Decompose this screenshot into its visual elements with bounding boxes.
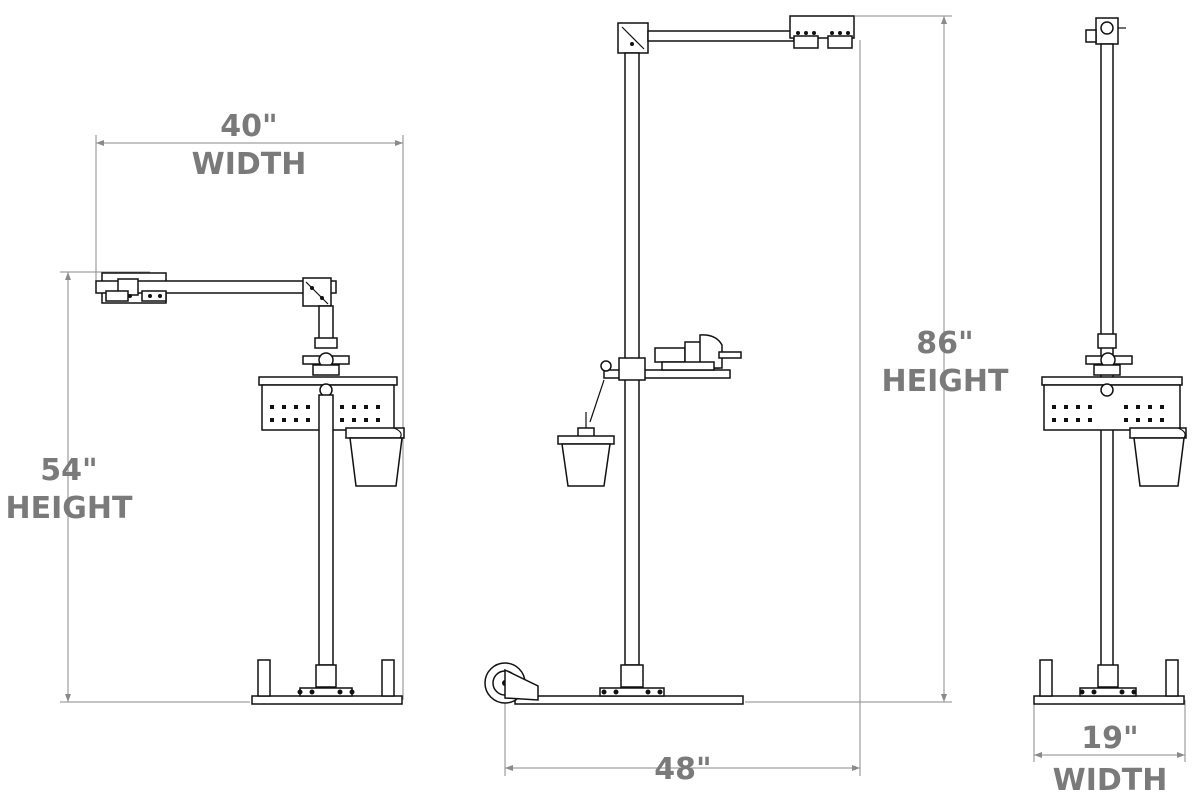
depth-value: 48" (654, 752, 711, 787)
width-label: WIDTH (1053, 763, 1168, 798)
bucket (345, 427, 405, 487)
front-view: 86" HEIGHT 48" (484, 15, 1009, 787)
width-value: 19" (1081, 721, 1138, 756)
bucket (557, 379, 615, 487)
width-dimension-line (1033, 700, 1186, 762)
width-value: 40" (220, 109, 277, 144)
vise-shelf (600, 334, 742, 381)
base-plate (251, 659, 403, 705)
width-dimension-line (95, 135, 404, 700)
width-label: WIDTH (192, 147, 307, 182)
horizontal-arm (95, 272, 337, 307)
column-clamp (1085, 333, 1133, 376)
end-view: 19" WIDTH (1033, 17, 1187, 798)
column-clamp (302, 305, 350, 376)
tool-tray (1041, 376, 1183, 431)
base-plate (514, 664, 744, 705)
base-plate (1033, 659, 1185, 705)
height-label: HEIGHT (882, 364, 1009, 399)
caster-wheel (484, 662, 539, 704)
height-dimension-line (60, 271, 250, 703)
bucket (1129, 427, 1187, 487)
height-value: 86" (916, 326, 973, 361)
height-dimension-line (745, 15, 952, 703)
top-clamp (1085, 17, 1126, 45)
overhead-arm (617, 15, 855, 54)
main-post (318, 394, 334, 666)
height-value: 54" (40, 453, 97, 488)
side-view: 40" WIDTH 54" HEIGHT (6, 109, 405, 705)
depth-dimension-line (504, 40, 861, 776)
height-label: HEIGHT (6, 491, 133, 526)
